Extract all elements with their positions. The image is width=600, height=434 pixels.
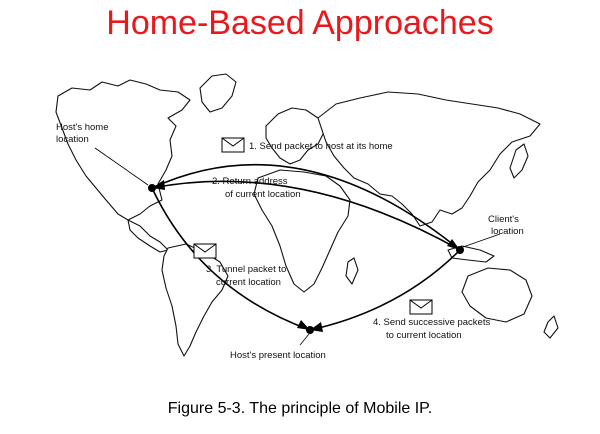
figure-caption: Figure 5-3. The principle of Mobile IP. <box>167 400 433 417</box>
south-america-outline <box>161 243 229 357</box>
world-map <box>55 73 559 357</box>
step-2-label-1: 2. Return address <box>212 176 288 187</box>
present-location-label: Host's present location <box>230 350 326 361</box>
arrowhead-tunnel-at-present <box>297 320 310 330</box>
asia-outline <box>317 91 541 227</box>
japan-outline <box>509 143 529 179</box>
path-tunnel-packet <box>151 187 311 331</box>
step-4-label-1: 4. Send successive packets <box>373 317 490 328</box>
central-america-outline <box>127 219 169 253</box>
step-1-label: 1. Send packet to host at its home <box>249 141 393 152</box>
home-location-label-1: Host's home <box>56 122 109 133</box>
home-location-label-2: location <box>56 134 89 145</box>
envelope-icon <box>409 299 433 315</box>
client-location-label-2: location <box>491 226 524 237</box>
north-america-outline <box>55 79 191 221</box>
arrowhead-at-client <box>447 239 460 250</box>
client-location-label-1: Client's <box>488 214 519 225</box>
envelope-icon <box>221 137 245 153</box>
path-successive-packets <box>309 249 461 331</box>
madagascar-outline <box>345 257 359 285</box>
australia-outline <box>461 267 533 323</box>
present-location-dot <box>306 326 314 334</box>
greenland-outline <box>199 73 237 113</box>
step-2-label-2: of current location <box>225 189 301 200</box>
slide-title: Home-Based Approaches <box>106 4 494 42</box>
client-label-pointer <box>462 233 501 248</box>
step-4-label-2: to current location <box>386 330 462 341</box>
path-send-packet-home <box>151 163 461 251</box>
step-3-label-2: current location <box>216 277 281 288</box>
home-location-dot <box>148 184 156 192</box>
path-return-address <box>151 180 461 251</box>
client-location-dot <box>456 246 464 254</box>
europe-outline <box>265 107 325 165</box>
envelope-icon <box>193 243 217 259</box>
step-3-label-1: 3. Tunnel packet to <box>206 264 286 275</box>
present-label-pointer <box>299 333 310 346</box>
home-label-pointer <box>94 147 149 186</box>
new-zealand-outline <box>543 315 559 339</box>
